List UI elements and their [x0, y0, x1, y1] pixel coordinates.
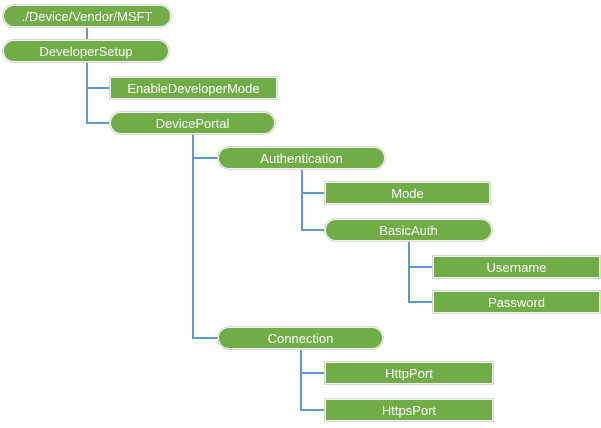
connector-basicauth-trunk [408, 241, 410, 303]
connector-deviceportal-connection [192, 337, 218, 339]
tree-node-basic-auth: BasicAuth [325, 219, 492, 241]
tree-node-root: ./Device/Vendor/MSFT [3, 5, 171, 27]
connector-connection-httpsport [300, 409, 325, 411]
connector-authentication-basicauth [301, 229, 325, 231]
connector-deviceportal-trunk [192, 134, 194, 339]
tree-node-mode: Mode [325, 182, 490, 204]
connector-deviceportal-authentication [192, 157, 218, 159]
connector-developersetup-deviceportal [86, 122, 110, 124]
connector-basicauth-password [408, 301, 433, 303]
tree-node-device-portal: DevicePortal [110, 112, 275, 134]
connector-connection-httpport [300, 372, 325, 374]
connector-basicauth-username [408, 266, 433, 268]
tree-node-password: Password [433, 291, 600, 313]
tree-node-developer-setup: DeveloperSetup [3, 40, 169, 62]
connector-connection-trunk [300, 349, 302, 411]
tree-node-connection: Connection [218, 327, 383, 349]
tree-node-enable-developer-mode: EnableDeveloperMode [110, 77, 277, 99]
connector-authentication-trunk [301, 169, 303, 231]
tree-node-username: Username [433, 256, 600, 278]
tree-node-authentication: Authentication [218, 147, 385, 169]
connector-developersetup-enabledevelopermode [86, 87, 110, 89]
connector-developersetup-trunk [86, 62, 88, 124]
connector-authentication-mode [301, 192, 325, 194]
connector-root-developersetup [86, 27, 88, 40]
tree-node-http-port: HttpPort [325, 362, 493, 384]
tree-node-https-port: HttpsPort [325, 399, 493, 421]
